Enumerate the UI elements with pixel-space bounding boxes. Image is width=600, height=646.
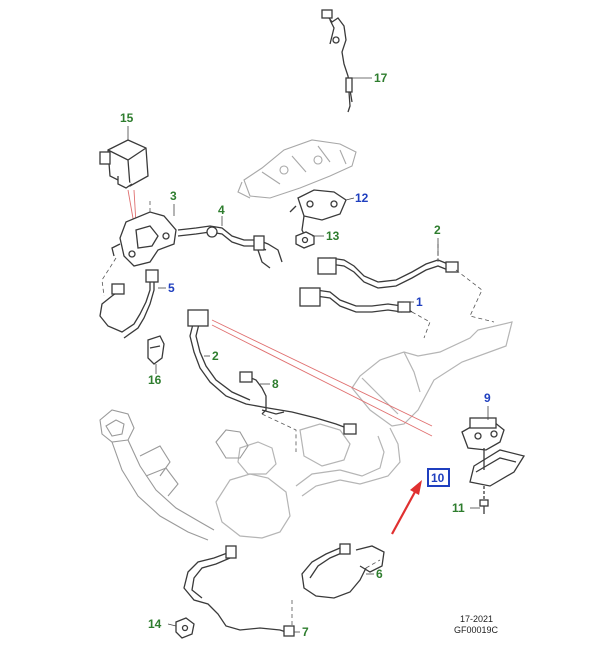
callout-labels: 17 15 12 3 4 13 2 1 5 2 16 8 9 10 11 6 1… bbox=[120, 71, 491, 639]
callout-16: 16 bbox=[148, 373, 162, 387]
footer-year-code: 17-2021 bbox=[460, 614, 493, 624]
callout-15: 15 bbox=[120, 111, 134, 125]
harness-7 bbox=[183, 545, 295, 637]
callout-1: 1 bbox=[416, 295, 423, 309]
callout-17: 17 bbox=[374, 71, 388, 85]
bracket-12 bbox=[289, 189, 347, 239]
callout-11: 11 bbox=[452, 501, 465, 515]
sensor-harness-17 bbox=[321, 9, 353, 113]
red-arrow-icon bbox=[391, 480, 422, 535]
module-15 bbox=[99, 139, 149, 189]
callout-6: 6 bbox=[376, 567, 383, 581]
bolt-11 bbox=[479, 486, 489, 514]
clip-14 bbox=[175, 617, 195, 639]
sensor-harness-5 bbox=[99, 269, 159, 339]
callout-8: 8 bbox=[272, 377, 279, 391]
callout-9: 9 bbox=[484, 391, 491, 405]
callout-4: 4 bbox=[218, 203, 225, 217]
bracket-3 bbox=[111, 211, 177, 267]
sensor-harness-1 bbox=[299, 287, 413, 313]
callout-5: 5 bbox=[168, 281, 175, 295]
figure-footer: 17-2021 GF00019C bbox=[454, 614, 499, 635]
callout-7: 7 bbox=[302, 625, 309, 639]
harness-6 bbox=[301, 543, 385, 599]
exhaust-manifold bbox=[99, 409, 249, 541]
callout-2-middle: 2 bbox=[212, 349, 219, 363]
footer-figure-code: GF00019C bbox=[454, 625, 499, 635]
callout-10-highlight-box bbox=[427, 468, 450, 487]
callout-12: 12 bbox=[355, 191, 369, 205]
callout-2-upper: 2 bbox=[434, 223, 441, 237]
leader-lines bbox=[101, 200, 495, 626]
bracket-9 bbox=[461, 417, 505, 451]
clip-16 bbox=[147, 335, 165, 365]
hose-4 bbox=[177, 225, 283, 269]
callout-10: 10 bbox=[431, 471, 445, 485]
upper-manifold bbox=[237, 139, 357, 199]
nox-harness-2-upper bbox=[317, 257, 459, 289]
callout-leaders bbox=[127, 77, 489, 633]
shield-10 bbox=[469, 448, 526, 487]
callout-14: 14 bbox=[148, 617, 162, 631]
callout-13: 13 bbox=[326, 229, 340, 243]
callout-3: 3 bbox=[170, 189, 177, 203]
nut-13 bbox=[295, 231, 315, 249]
nox-harness-2-middle bbox=[187, 309, 357, 435]
sensor-8 bbox=[239, 371, 285, 415]
exhaust-pipe bbox=[215, 321, 513, 539]
